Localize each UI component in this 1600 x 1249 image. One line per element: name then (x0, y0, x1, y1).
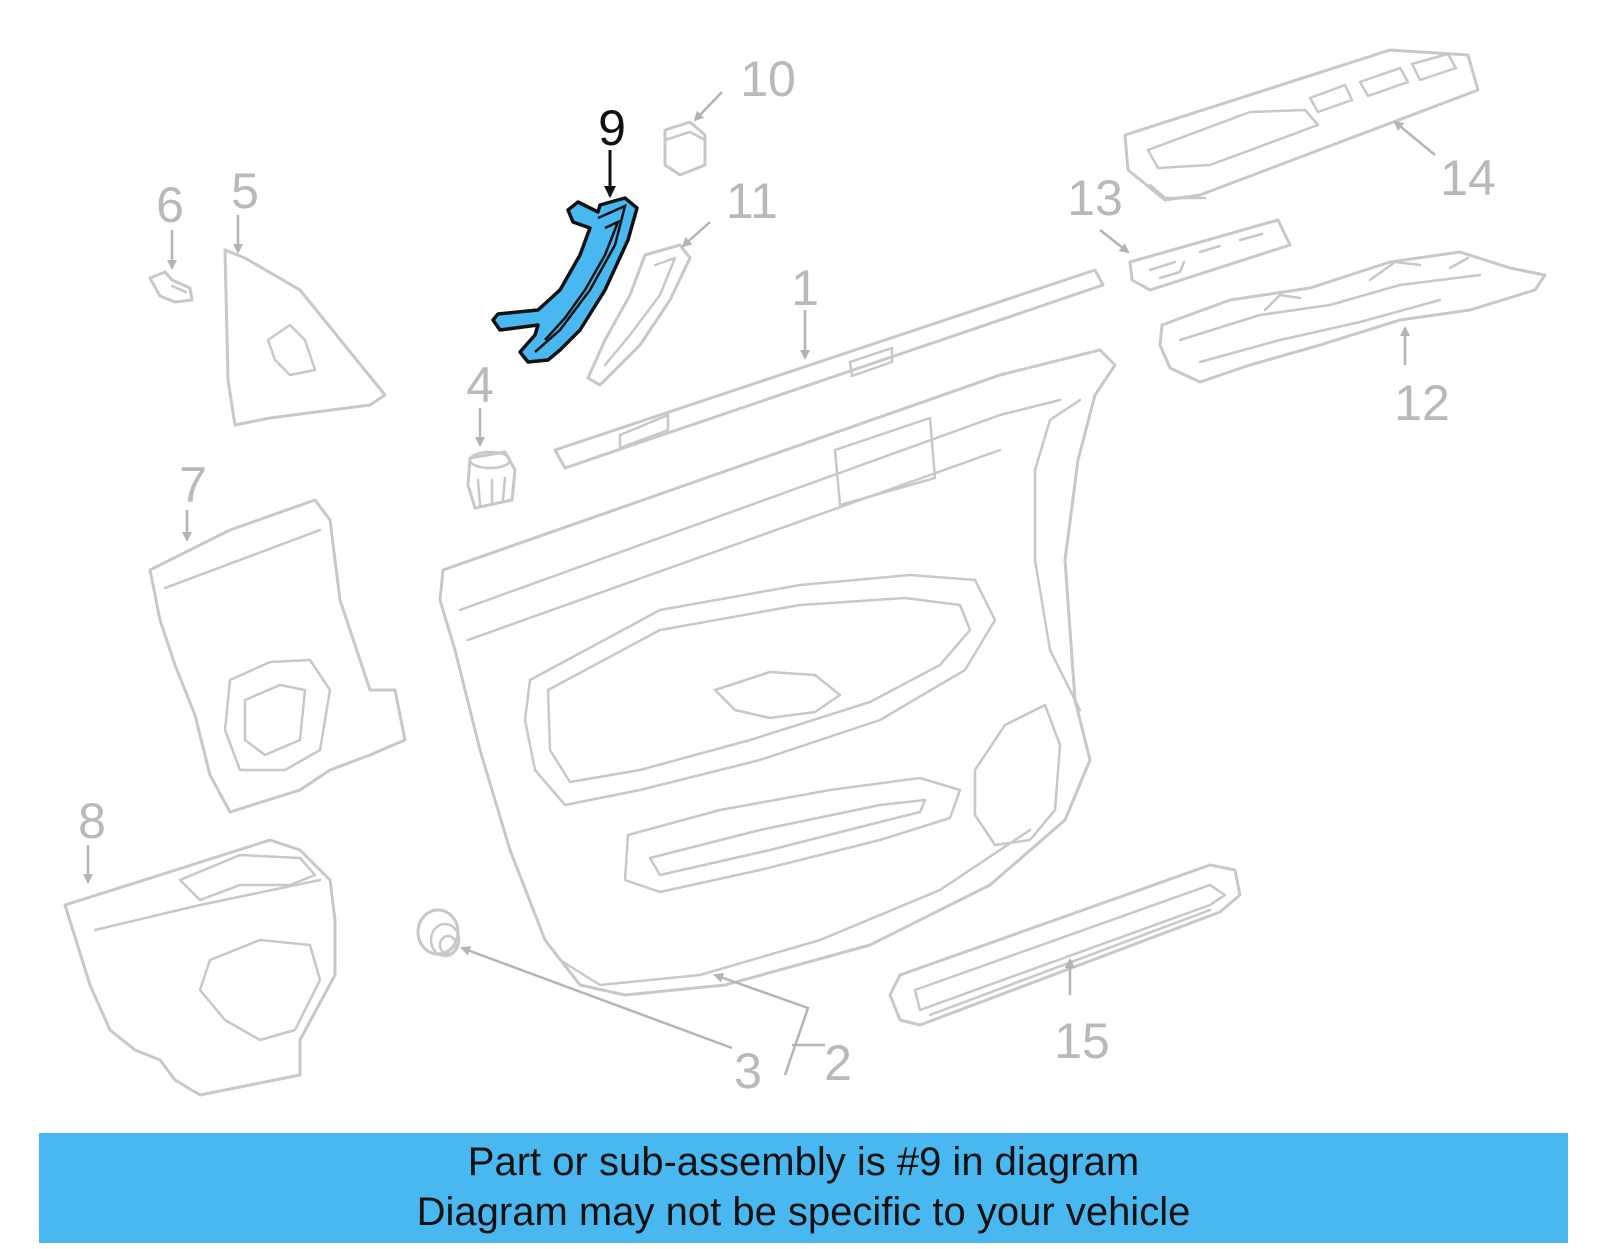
part-9-pull-handle (491, 196, 639, 364)
door-trim-panel (438, 348, 1117, 997)
part-3-grommet (416, 908, 461, 958)
callout-9: 9 (598, 100, 626, 156)
part-6-screw (148, 270, 194, 304)
leader-lines (83, 91, 1436, 1076)
part-13-switch-bracket (1128, 218, 1292, 292)
callout-6: 6 (156, 177, 184, 233)
part-11-trim-strip (586, 243, 692, 387)
callout-12: 12 (1394, 375, 1450, 431)
callout-7: 7 (179, 457, 207, 513)
callout-1: 1 (791, 260, 819, 316)
part-14-console-panel (1123, 48, 1480, 202)
callout-14: 14 (1440, 150, 1496, 206)
callout-11: 11 (726, 173, 778, 229)
callout-8: 8 (78, 793, 106, 849)
part-10-clip (663, 120, 707, 177)
callout-15: 15 (1054, 1013, 1110, 1069)
part-8-trim-panel (63, 838, 337, 1097)
callout-3: 3 (734, 1043, 762, 1099)
callout-2: 2 (824, 1035, 852, 1091)
part-7-trim-panel (148, 498, 407, 814)
part-1-weatherstrip (553, 268, 1105, 470)
callout-labels: 1 2 3 4 5 6 7 8 9 10 11 12 13 14 15 (78, 51, 1496, 1099)
banner-line-disclaimer: Diagram may not be specific to your vehi… (416, 1190, 1191, 1234)
part-15-pocket-strip (888, 863, 1242, 1027)
part-12-switch-assembly (1158, 250, 1547, 384)
callout-4: 4 (466, 357, 494, 413)
callout-5: 5 (231, 163, 259, 219)
callout-10: 10 (740, 51, 796, 107)
part-5-mirror-cover (223, 248, 387, 427)
part-4-clip (466, 450, 517, 510)
callout-13: 13 (1067, 170, 1123, 226)
banner-line-part-number: Part or sub-assembly is #9 in diagram (467, 1140, 1140, 1184)
info-banner: Part or sub-assembly is #9 in diagram Di… (39, 1133, 1568, 1243)
parts-diagram: 1 2 3 4 5 6 7 8 9 10 11 12 13 14 15 (63, 48, 1547, 1099)
